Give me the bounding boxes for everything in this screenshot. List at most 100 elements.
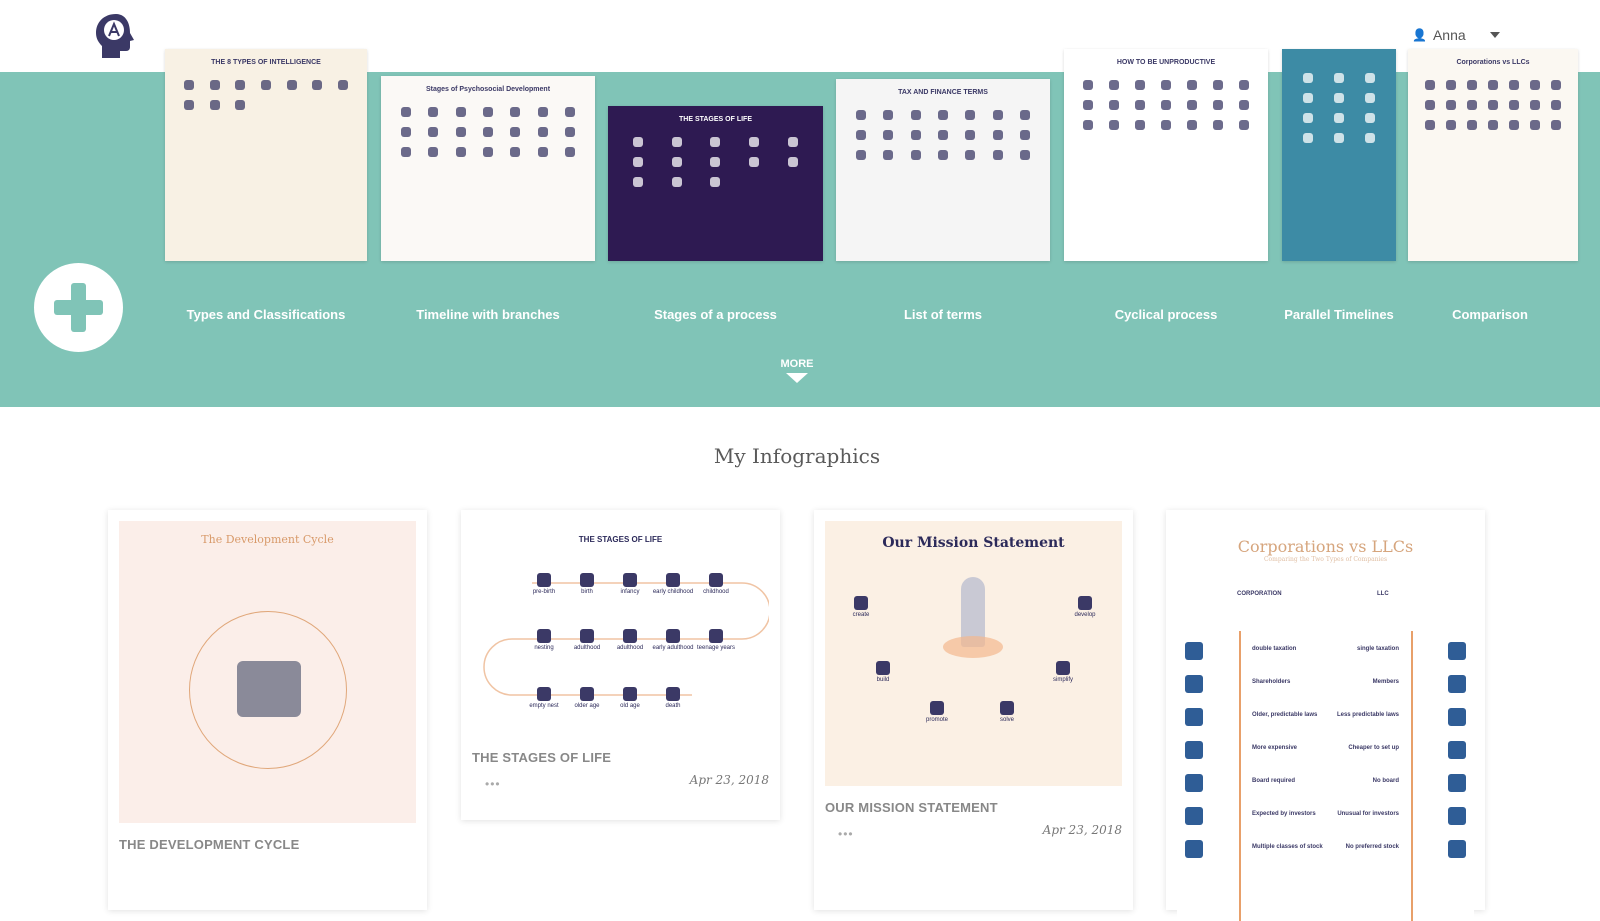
section-title: My Infographics xyxy=(713,444,881,468)
card-title: THE STAGES OF LIFE xyxy=(472,750,612,765)
stage-node: early adulthood xyxy=(648,629,698,651)
thumb-icon xyxy=(428,147,439,157)
stage-label: nesting xyxy=(534,645,554,651)
thumb-icon xyxy=(965,110,976,120)
template-timeline-with-branches[interactable]: Stages of Psychosocial Development Timel… xyxy=(381,72,595,372)
more-button[interactable]: MORE xyxy=(770,358,824,383)
infographic-card[interactable]: The Development Cycle THE DEVELOPMENT CY… xyxy=(108,510,427,910)
thumb-icon xyxy=(1364,113,1375,123)
thumb-icon xyxy=(510,147,521,157)
create-new-button[interactable] xyxy=(34,263,123,352)
thumb-icon xyxy=(1530,100,1541,110)
stage-icon xyxy=(709,629,723,643)
thumb-icon xyxy=(883,150,894,160)
thumb-icon xyxy=(633,157,644,167)
thumb-icon xyxy=(183,100,194,110)
mission-node: build xyxy=(858,661,908,683)
template-parallel-timelines[interactable]: Parallel Timelines xyxy=(1282,49,1396,372)
thumb-icon xyxy=(286,80,297,90)
thumb-icon xyxy=(1135,100,1145,110)
thumb-icon xyxy=(992,130,1003,140)
thumb-icon xyxy=(209,80,220,90)
stage-label: teenage years xyxy=(696,645,736,651)
comparison-icon xyxy=(1185,840,1203,858)
template-comparison[interactable]: Corporations vs LLCs Comparison xyxy=(1408,49,1578,372)
stage-label: early adulthood xyxy=(652,645,694,651)
thumb-icon xyxy=(710,157,721,167)
thumb-icon xyxy=(1364,73,1375,83)
thumb-icon xyxy=(787,137,798,147)
user-name: Anna xyxy=(1432,27,1466,43)
preview-title: THE STAGES OF LIFE xyxy=(578,535,663,544)
thumb-icon xyxy=(883,130,894,140)
thumb-icon xyxy=(910,110,921,120)
chevron-down-icon xyxy=(786,373,808,383)
template-thumbnail: Stages of Psychosocial Development xyxy=(381,76,595,261)
user-menu[interactable]: 👤 Anna xyxy=(1412,27,1500,43)
mission-node: simplify xyxy=(1038,661,1088,683)
thumb-icon xyxy=(787,157,798,167)
stage-icon xyxy=(537,629,551,643)
comparison-icon xyxy=(1448,642,1466,660)
thumb-icon xyxy=(1333,113,1344,123)
infographic-card[interactable]: Corporations vs LLCs Comparing the Two T… xyxy=(1166,510,1485,921)
comparison-icon xyxy=(1448,741,1466,759)
thumb-icon xyxy=(883,110,894,120)
card-title: OUR MISSION STATEMENT xyxy=(825,800,998,815)
stage-label: early childhood xyxy=(652,589,694,595)
thumb-icon xyxy=(1466,100,1477,110)
stage-label: adulthood xyxy=(616,645,644,651)
mission-label: promote xyxy=(925,717,948,723)
comparison-row-label: Shareholders xyxy=(1252,679,1291,685)
stage-node: empty nest xyxy=(519,687,569,709)
thumbnail-title: THE 8 TYPES OF INTELLIGENCE xyxy=(211,59,321,66)
thumb-icon xyxy=(1445,100,1456,110)
template-stages-of-a-process[interactable]: THE STAGES OF LIFE Stages of a process xyxy=(608,72,823,372)
comparison-row-label: Cheaper to set up xyxy=(1348,745,1399,751)
thumb-icon xyxy=(1424,80,1435,90)
thumb-icon xyxy=(992,110,1003,120)
ellipsis-icon[interactable]: ••• xyxy=(838,827,854,841)
thumb-icon xyxy=(671,137,682,147)
rocket-illustration xyxy=(961,577,985,647)
template-list-of-terms[interactable]: TAX AND FINANCE TERMS List of terms xyxy=(836,72,1050,372)
thumb-icon xyxy=(1466,120,1477,130)
comparison-icon xyxy=(1185,807,1203,825)
thumb-icon xyxy=(1239,120,1249,130)
thumb-icon xyxy=(710,177,721,187)
comparison-row-label: Older, predictable laws xyxy=(1252,712,1318,718)
thumb-icon xyxy=(1303,73,1314,83)
thumb-icon xyxy=(565,147,576,157)
thumb-icon xyxy=(910,130,921,140)
template-thumbnail: THE STAGES OF LIFE xyxy=(608,106,823,261)
logo-head-icon[interactable] xyxy=(94,12,138,60)
thumb-icon xyxy=(1509,100,1520,110)
thumb-icon xyxy=(1303,93,1314,103)
comparison-row-label: No board xyxy=(1372,778,1399,784)
thumbnail-title: TAX AND FINANCE TERMS xyxy=(898,89,988,96)
thumb-icon xyxy=(1020,150,1031,160)
stage-icon xyxy=(537,573,551,587)
thumb-icon xyxy=(510,127,521,137)
thumb-icon xyxy=(1487,100,1498,110)
thumbnail-title: Corporations vs LLCs xyxy=(1456,59,1530,66)
thumb-icon xyxy=(633,137,644,147)
stage-node: infancy xyxy=(605,573,655,595)
mission-label: build xyxy=(876,677,890,683)
thumb-icon xyxy=(235,80,246,90)
template-thumbnail: THE 8 TYPES OF INTELLIGENCE xyxy=(165,49,367,261)
mission-node: develop xyxy=(1060,596,1110,618)
mission-icon xyxy=(1078,596,1092,610)
ellipsis-icon[interactable]: ••• xyxy=(485,777,501,791)
stage-node: teenage years xyxy=(691,629,741,651)
preview-title: The Development Cycle xyxy=(201,533,334,546)
thumb-icon xyxy=(937,110,948,120)
template-types-and-classifications[interactable]: THE 8 TYPES OF INTELLIGENCE Types and Cl… xyxy=(165,49,367,372)
template-cyclical-process[interactable]: HOW TO BE UNPRODUCTIVE Cyclical process xyxy=(1064,49,1268,372)
thumb-icon xyxy=(400,127,411,137)
thumb-icon xyxy=(855,130,866,140)
thumb-icon xyxy=(1551,100,1562,110)
